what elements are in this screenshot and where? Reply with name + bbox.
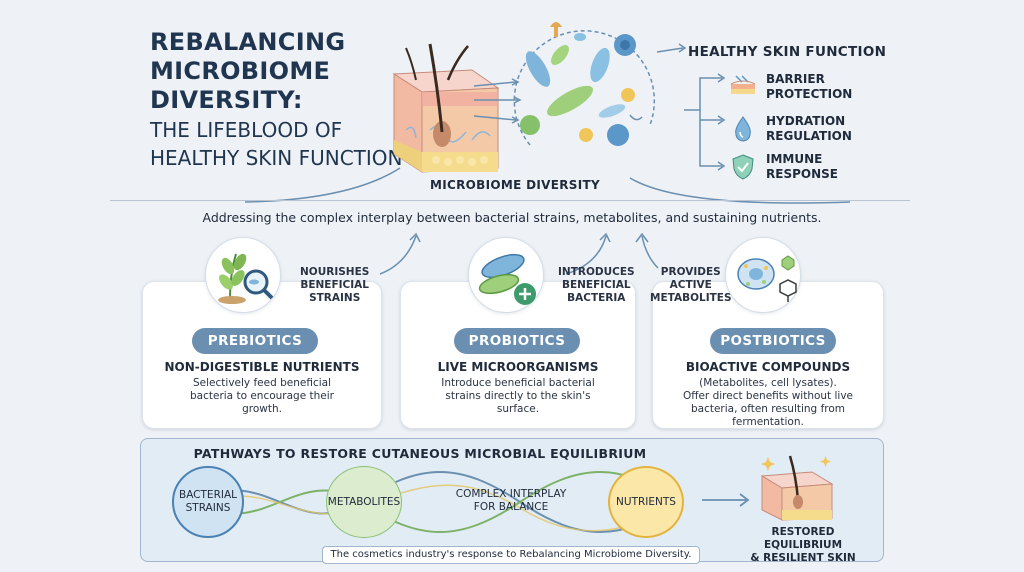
page-title: REBALANCING MICROBIOME DIVERSITY: THE LI…: [150, 28, 403, 171]
postbiotics-desc-line-2: Offer direct benefits without live: [682, 390, 854, 402]
hydration-line-2: REGULATION: [766, 129, 852, 143]
side-note-arrows: [379, 232, 659, 275]
function-item-immune: IMMUNE RESPONSE: [728, 152, 838, 182]
prebiotics-label: PREBIOTICS: [192, 328, 318, 354]
postbiotics-desc-line-1: (Metabolites, cell lysates).: [699, 377, 837, 389]
complex-line-2: FOR BALANCE: [473, 501, 549, 513]
node-bacterial-strains: BACTERIAL STRAINS: [172, 466, 244, 538]
postbiotics-label: POSTBIOTICS: [710, 328, 836, 354]
prebiotics-desc-line-2: bacteria to encourage their: [190, 390, 334, 402]
title-line-2: MICROBIOME: [150, 57, 331, 85]
postbiotics-desc-line-3: bacteria, often resulting from: [690, 403, 845, 415]
function-item-barrier: BARRIER PROTECTION: [728, 72, 852, 102]
probiotics-note-line-1: INTRODUCES: [558, 266, 635, 278]
nutrients-label: NUTRIENTS: [616, 495, 676, 508]
cell-molecule-icon: [737, 255, 797, 302]
postbiotics-description: (Metabolites, cell lysates). Offer direc…: [652, 377, 884, 429]
probiotics-description: Introduce beneficial bacterial strains d…: [400, 377, 636, 416]
prebiotics-note-line-2: BENEFICIAL: [300, 279, 369, 291]
connector-arc-right: [629, 177, 851, 204]
node-metabolites: METABOLITES: [326, 466, 402, 538]
probiotics-note-line-2: BENEFICIAL: [561, 279, 631, 291]
title-line-1: REBALANCING: [150, 28, 346, 56]
restored-label: RESTORED EQUILIBRIUM & RESILIENT SKIN: [738, 526, 868, 565]
prebiotics-desc-line-1: Selectively feed beneficial: [193, 377, 331, 389]
bacterial-strains-line-2: STRAINS: [185, 502, 231, 514]
restored-line-2: & RESILIENT SKIN: [750, 552, 856, 564]
postbiotics-desc-line-4: fermentation.: [732, 416, 804, 428]
probiotics-desc-line-2: strains directly to the skin's: [445, 390, 591, 402]
postbiotics-icon-circle: [725, 237, 801, 313]
prebiotics-description: Selectively feed beneficial bacteria to …: [142, 377, 382, 416]
subtitle: Addressing the complex interplay between…: [202, 210, 822, 225]
postbiotics-note-line-3: METABOLITES: [650, 292, 732, 304]
probiotics-label: PROBIOTICS: [454, 328, 580, 354]
metabolites-label: METABOLITES: [327, 495, 401, 508]
probiotics-desc-line-1: Introduce beneficial bacterial: [441, 377, 595, 389]
complex-interplay-label: COMPLEX INTERPLAY FOR BALANCE: [448, 488, 574, 514]
postbiotics-side-note: PROVIDES ACTIVE METABOLITES: [650, 266, 732, 305]
immune-line-2: RESPONSE: [766, 167, 838, 181]
prebiotics-desc-line-3: growth.: [242, 403, 282, 415]
prebiotics-note-line-1: NOURISHES: [300, 266, 370, 278]
hydration-line-1: HYDRATION: [766, 114, 846, 128]
postbiotics-note-line-2: ACTIVE: [669, 279, 712, 291]
postbiotics-note-line-1: PROVIDES: [660, 266, 721, 278]
restored-line-1: RESTORED EQUILIBRIUM: [763, 526, 843, 551]
title-line-3: DIVERSITY:: [150, 86, 303, 114]
prebiotics-side-note: NOURISHES BENEFICIAL STRAINS: [300, 266, 369, 305]
healthy-skin-function-title: HEALTHY SKIN FUNCTION: [688, 44, 887, 60]
prebiotics-heading: NON-DIGESTIBLE NUTRIENTS: [164, 360, 360, 374]
function-item-hydration: HYDRATION REGULATION: [728, 114, 852, 144]
microbiome-diversity-label: MICROBIOME DIVERSITY: [430, 178, 600, 192]
immune-line-1: IMMUNE: [766, 152, 823, 166]
barrier-line-1: BARRIER: [766, 72, 825, 86]
postbiotics-heading: BIOACTIVE COMPOUNDS: [685, 360, 851, 374]
pathway-waves: [199, 471, 681, 533]
probiotics-icon-circle: [468, 237, 544, 313]
node-nutrients: NUTRIENTS: [608, 466, 684, 538]
microbes-to-function-arrow: [656, 43, 687, 53]
function-branch-lines: [684, 73, 726, 171]
pathways-title: PATHWAYS TO RESTORE CUTANEOUS MICROBIAL …: [193, 446, 647, 461]
prebiotics-note-line-3: STRAINS: [309, 292, 361, 304]
title-line-4: THE LIFEBLOOD OF: [150, 118, 343, 142]
connector-arc-left: [244, 167, 401, 203]
footer-note: The cosmetics industry's response to Reb…: [322, 546, 700, 564]
bacteria-plus-icon: [478, 253, 536, 305]
restored-skin-icon: [760, 455, 834, 521]
prebiotics-icon-circle: [205, 237, 281, 313]
shield-check-icon: [732, 154, 754, 180]
barrier-line-2: PROTECTION: [766, 87, 853, 101]
title-line-5: HEALTHY SKIN FUNCTION: [150, 146, 403, 170]
probiotics-heading: LIVE MICROORGANISMS: [437, 360, 599, 374]
microbe-cluster-icon: [513, 22, 655, 146]
complex-line-1: COMPLEX INTERPLAY: [455, 488, 567, 500]
water-drop-icon: [735, 116, 751, 142]
plant-magnifier-icon: [218, 253, 274, 304]
skin-to-microbes-arrows: [473, 78, 522, 124]
probiotics-note-line-3: BACTERIA: [567, 292, 626, 304]
divider: [110, 200, 910, 201]
skin-cross-section-icon: [392, 43, 500, 173]
bacterial-strains-line-1: BACTERIAL: [178, 489, 237, 501]
to-restored-arrow: [702, 493, 750, 507]
barrier-icon: [730, 75, 756, 94]
probiotics-side-note: INTRODUCES BENEFICIAL BACTERIA: [558, 266, 635, 305]
probiotics-desc-line-3: surface.: [496, 403, 540, 415]
